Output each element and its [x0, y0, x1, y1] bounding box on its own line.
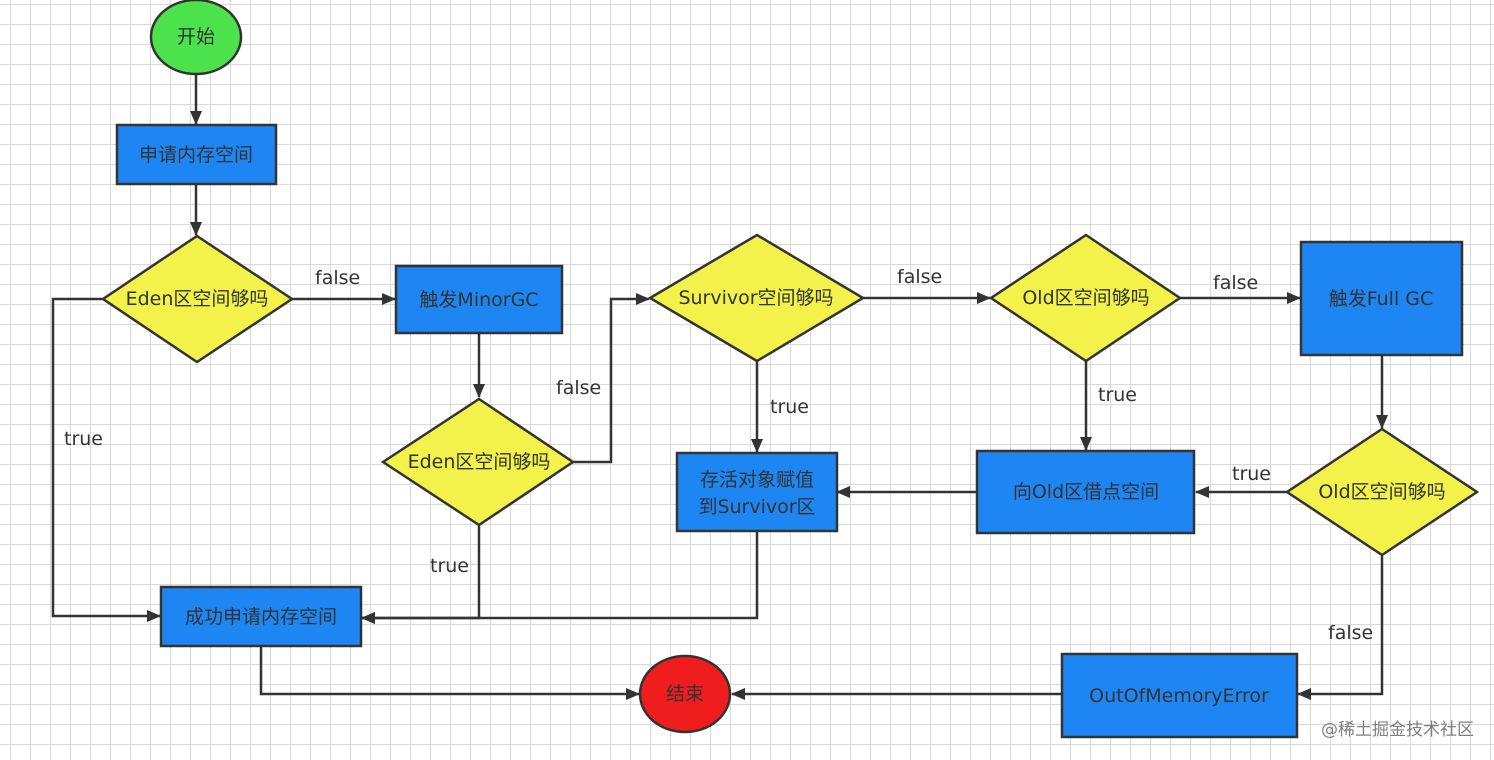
oom-box [1060, 652, 1299, 739]
eden-check-1-diamond [100, 234, 295, 364]
full-gc-box [1299, 240, 1464, 357]
eden-check-1-node: Eden区空间够吗 [100, 234, 295, 364]
survivor-check-node: Survivor空间够吗 [647, 233, 866, 363]
edge-label-old1-false: false [1213, 272, 1258, 294]
edge-labels: false true false true false true false t… [64, 266, 1373, 644]
edge-label-survivor-true: true [770, 396, 809, 418]
survivor-check-diamond [647, 233, 866, 363]
eden-check-1-label: Eden区空间够吗 [126, 288, 269, 310]
oom-node: OutOfMemoryError [1060, 652, 1299, 739]
edge-eden2-to-survivor [573, 293, 650, 464]
eden-check-2-node: Eden区空间够吗 [380, 397, 576, 527]
old-check-1-diamond [988, 233, 1183, 363]
edge-eden1-to-success [51, 297, 161, 622]
apply-memory-node: 申请内存空间 [115, 123, 278, 186]
start-node: 开始 [149, 0, 243, 76]
edge-old2-to-oom [1297, 556, 1384, 700]
eden-check-2-diamond [380, 397, 576, 527]
edge-store-to-success [361, 531, 759, 624]
apply-success-box [159, 585, 363, 648]
full-gc-node: 触发Full GC [1299, 240, 1464, 357]
store-survivor-node: 存活对象赋值 到Survivor区 [675, 451, 839, 533]
edge-label-eden1-false: false [315, 267, 360, 289]
edge-success-to-end [259, 646, 640, 700]
apply-success-node: 成功申请内存空间 [159, 585, 363, 648]
full-gc-label: 触发Full GC [1329, 288, 1434, 310]
eden-check-2-label: Eden区空间够吗 [408, 451, 551, 473]
start-circle [149, 0, 243, 76]
apply-success-label: 成功申请内存空间 [185, 606, 337, 628]
minor-gc-box [394, 264, 564, 335]
apply-memory-box [115, 123, 278, 186]
store-survivor-label-line2: 到Survivor区 [698, 496, 815, 518]
old-check-1-label: Old区空间够吗 [1022, 287, 1149, 309]
edge-label-survivor-false: false [897, 266, 942, 288]
minor-gc-node: 触发MinorGC [394, 264, 564, 335]
old-check-2-diamond [1284, 427, 1480, 557]
apply-memory-label: 申请内存空间 [139, 144, 253, 166]
edges [51, 75, 1388, 700]
old-check-2-node: Old区空间够吗 [1284, 427, 1480, 557]
edge-label-eden2-true: true [430, 555, 469, 577]
edge-label-old1-true: true [1098, 384, 1137, 406]
borrow-old-node: 向Old区借点空间 [975, 449, 1196, 535]
nodes: 开始 申请内存空间 Eden区空间够吗 触发MinorGC Eden区空间够吗 … [100, 0, 1480, 739]
old-check-2-label: Old区空间够吗 [1318, 481, 1445, 503]
oom-label: OutOfMemoryError [1089, 685, 1269, 707]
borrow-old-label: 向Old区借点空间 [1013, 481, 1159, 503]
end-node: 结束 [638, 654, 732, 734]
store-survivor-label-line1: 存活对象赋值 [700, 469, 814, 491]
survivor-check-label: Survivor空间够吗 [678, 287, 833, 309]
minor-gc-label: 触发MinorGC [419, 289, 538, 311]
watermark-text: @稀土掘金技术社区 [1321, 720, 1474, 740]
edge-label-eden1-true: true [64, 428, 103, 450]
edge-label-old2-true: true [1232, 463, 1271, 485]
store-survivor-box [675, 451, 839, 533]
borrow-old-box [975, 449, 1196, 535]
old-check-1-node: Old区空间够吗 [988, 233, 1183, 363]
end-circle [638, 654, 732, 734]
edge-label-old2-false: false [1328, 622, 1373, 644]
start-label: 开始 [177, 26, 215, 48]
end-label: 结束 [666, 683, 704, 705]
edge-label-eden2-false: false [556, 377, 601, 399]
